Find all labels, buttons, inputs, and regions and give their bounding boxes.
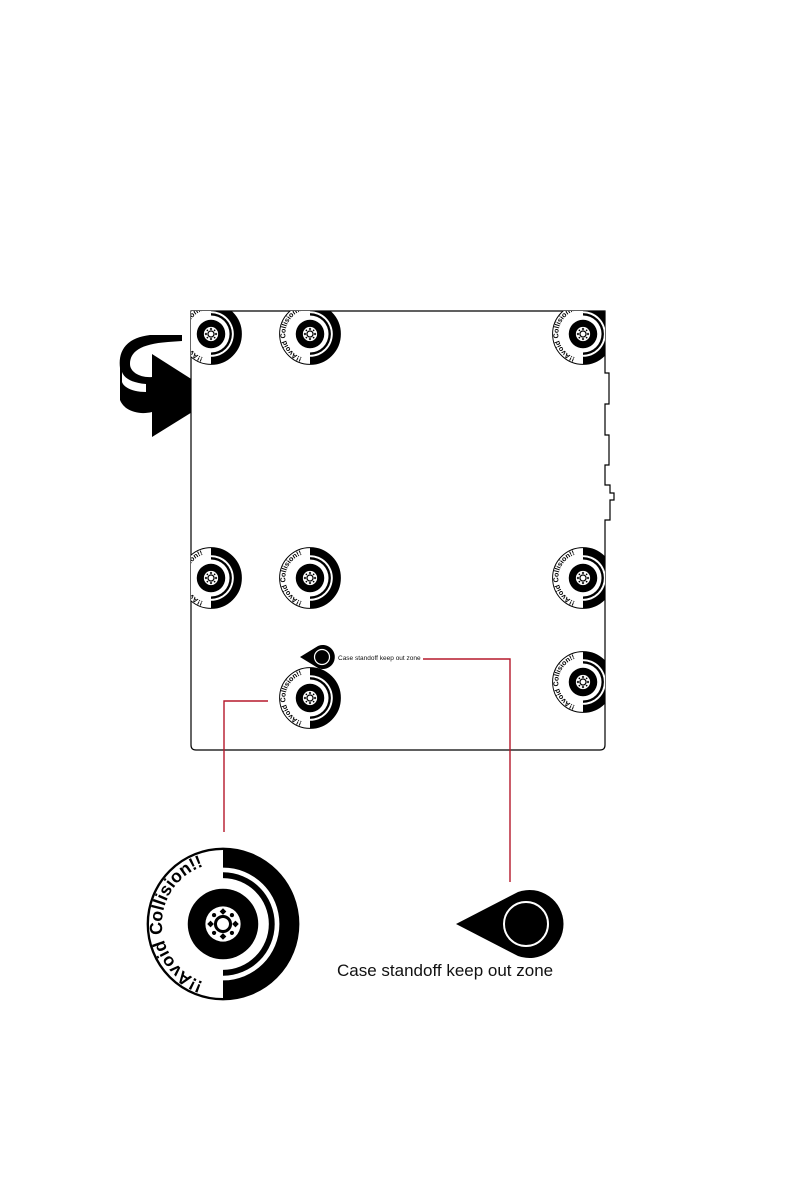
standoff-mid-center: !!Avoid Collision!! xyxy=(279,548,340,609)
standoff-bottom-right: !!Avoid Collision!! xyxy=(552,652,613,713)
keep-out-zone-label-large: Case standoff keep out zone xyxy=(337,961,553,980)
keep-out-zone-pin-large-icon xyxy=(456,890,563,958)
avoid-collision-standoff-icon: !!Avoid Collision!! xyxy=(146,849,299,999)
standoff-bottom-center: !!Avoid Collision!! xyxy=(279,668,340,729)
standoff-mid-right: !!Avoid Collision!! xyxy=(552,548,613,609)
standoff-top-right: !!Avoid Collision!! xyxy=(552,304,613,365)
motherboard-outline xyxy=(191,311,614,750)
keep-out-zone-label-small: Case standoff keep out zone xyxy=(338,655,421,662)
standoff-top-mid: !!Avoid Collision!! xyxy=(279,304,340,365)
standoff-mid-left: !!Avoid Collision!! xyxy=(180,548,241,609)
standoff-top-left: !!Avoid Collision!! xyxy=(180,304,241,365)
